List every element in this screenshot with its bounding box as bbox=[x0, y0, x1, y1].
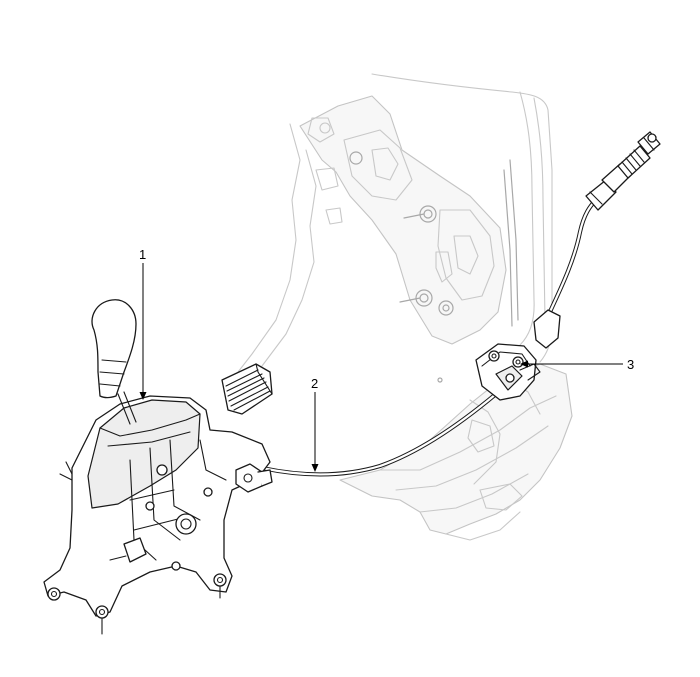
callout-1: 1 bbox=[139, 247, 146, 262]
shift-cable bbox=[259, 197, 599, 477]
shift-lever-assembly bbox=[43, 299, 273, 635]
callout-labels: 1 2 3 bbox=[139, 247, 634, 391]
cable-bracket bbox=[475, 309, 561, 401]
leader-3-arrow bbox=[520, 360, 528, 368]
cable-end-fitting bbox=[585, 131, 661, 211]
pedal-bracket-bolts bbox=[349, 151, 454, 383]
leader-2-arrow bbox=[311, 464, 319, 472]
callout-leaders bbox=[139, 263, 623, 472]
leader-1-arrow bbox=[139, 392, 147, 400]
pedal-pad bbox=[221, 363, 273, 415]
vehicle-body-structure bbox=[237, 73, 573, 541]
callout-2: 2 bbox=[311, 376, 318, 391]
callout-3: 3 bbox=[627, 357, 634, 372]
